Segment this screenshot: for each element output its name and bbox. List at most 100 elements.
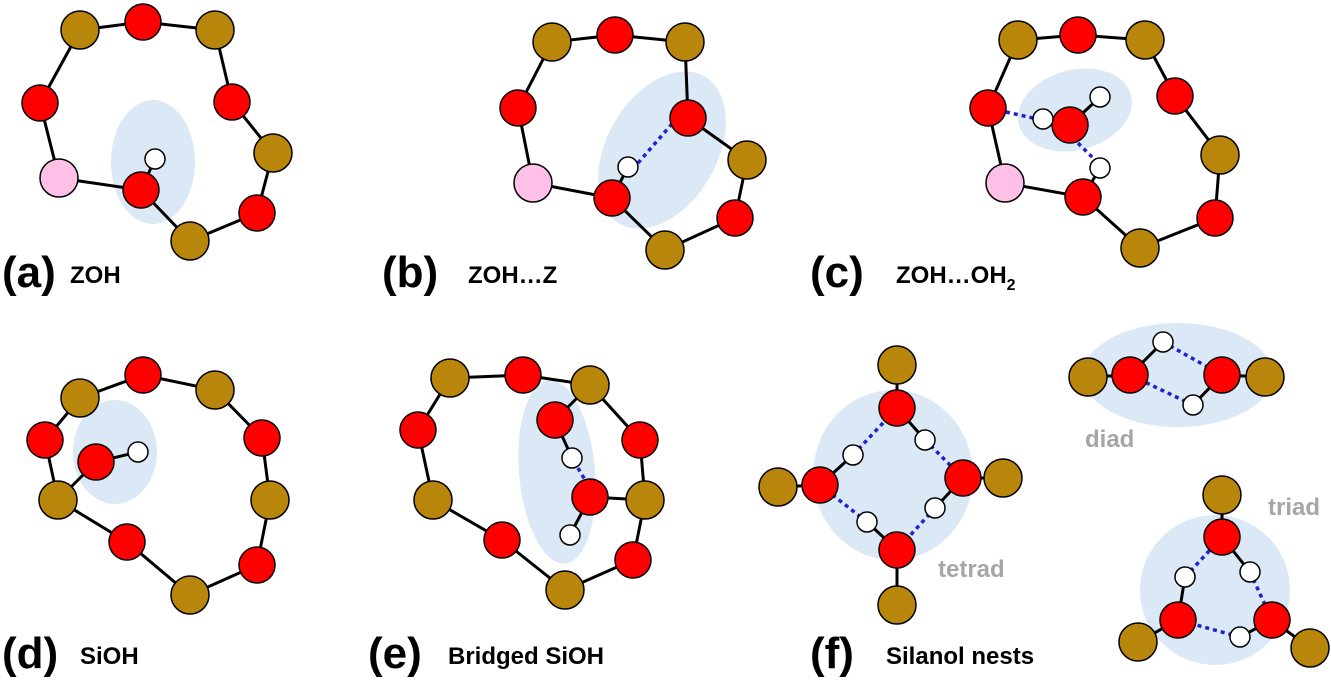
panel-e-oxygen-atom xyxy=(536,401,574,439)
panel-a-silicon-atom xyxy=(253,133,293,173)
tetrad-oxygen-atom xyxy=(801,466,839,504)
panel-c-letter: (c) xyxy=(810,248,864,297)
panel-b-oxygen-atom xyxy=(596,16,634,54)
diad-oxygen-atom xyxy=(1111,356,1149,394)
triad-silicon-atom xyxy=(1290,628,1330,668)
diad-highlight xyxy=(1083,323,1273,427)
diad-label: diad xyxy=(1085,426,1134,453)
panel-c-caption-main: ZOH…OH xyxy=(896,262,1007,289)
panel-c-heteroatom xyxy=(985,163,1025,203)
panel-d-oxygen-atom xyxy=(26,421,64,459)
panel-e-hydrogen-atom xyxy=(561,447,583,469)
panel-c-oxygen-atom xyxy=(1196,199,1234,237)
tetrad-hydrogen-atom xyxy=(914,429,936,451)
panel-d-oxygen-atom xyxy=(124,356,162,394)
triad-silicon-atom xyxy=(1202,475,1242,515)
panel-d-oxygen-atom xyxy=(243,419,281,457)
panel-e-oxygen-atom xyxy=(483,521,521,559)
panel-c-caption-subscript: 2 xyxy=(1007,277,1016,294)
panel-c-silicon-atom xyxy=(1200,135,1240,175)
panel-a-heteroatom xyxy=(39,158,79,198)
panel-e-silicon-atom xyxy=(625,480,665,520)
panel-a-oxygen-atom xyxy=(213,83,251,121)
panel-b-hydrogen-bond xyxy=(636,123,673,165)
triad-silicon-atom xyxy=(1118,622,1158,662)
tetrad-silicon-atom xyxy=(877,345,917,385)
panel-e-oxygen-atom xyxy=(614,541,652,579)
triad-hydrogen-atom xyxy=(1229,626,1251,648)
panel-c-ring-bonds xyxy=(986,33,1222,250)
panel-e-silicon-atom xyxy=(413,480,453,520)
triad-oxygen-atom xyxy=(1159,601,1197,639)
diad-hydrogen-atom xyxy=(1152,331,1174,353)
triad-hydrogen-atom xyxy=(1174,566,1196,588)
triad-oxygen-atom xyxy=(1253,601,1291,639)
panel-c-silicon-atom xyxy=(1125,20,1165,60)
panel-b-letter: (b) xyxy=(382,248,438,297)
panel-c-caption: ZOH…OH2 xyxy=(896,262,1016,294)
panel-e-oxygen-atom xyxy=(504,356,542,394)
panel-c-silicon-atom xyxy=(998,20,1038,60)
panel-c-oxygen-atom xyxy=(1064,178,1102,216)
panel-e-caption: Bridged SiOH xyxy=(448,643,604,670)
panel-d-oxygen-atom xyxy=(238,546,276,584)
panel-a-oxygen-atom xyxy=(122,171,160,209)
panel-d-silicon-atom xyxy=(38,480,78,520)
tetrad-oxygen-atom xyxy=(878,389,916,427)
panel-b-silicon-atom xyxy=(665,22,705,62)
panel-b-oxygen-atom xyxy=(499,89,537,127)
panel-a-hydrogen-atom xyxy=(144,148,166,170)
tetrad-hydrogen-atom xyxy=(856,511,878,533)
panel-c-hydrogen-atom xyxy=(1089,157,1111,179)
panel-b-caption: ZOH…Z xyxy=(468,262,557,289)
panel-a-oxygen-atom xyxy=(238,194,276,232)
diad-oxygen-atom xyxy=(1203,356,1241,394)
panel-d-silicon-atom xyxy=(250,480,290,520)
tetrad-oxygen-atom xyxy=(944,459,982,497)
panel-c-oxygen-atom xyxy=(1059,16,1097,54)
panel-a-oxygen-atom xyxy=(124,3,162,41)
panel-a-letter: (a) xyxy=(2,248,56,297)
panel-b-oxygen-atom xyxy=(669,99,707,137)
panel-b-silicon-atom xyxy=(727,140,767,180)
tetrad-silicon-atom xyxy=(877,585,917,625)
panel-b-hydrogen-atom xyxy=(617,156,639,178)
panel-d-silicon-atom xyxy=(170,575,210,615)
panel-e-silicon-atom xyxy=(570,365,610,405)
panel-a-silicon-atom xyxy=(60,10,100,50)
panel-e-silicon-atom xyxy=(430,358,470,398)
panel-e-oxygen-atom xyxy=(399,411,437,449)
tetrad-oxygen-atom xyxy=(878,531,916,569)
panel-b-oxygen-atom xyxy=(716,199,754,237)
panel-b-heteroatom xyxy=(513,163,553,203)
tetrad-silicon-atom xyxy=(983,458,1023,498)
panel-b-oxygen-atom xyxy=(593,179,631,217)
panel-c-oxygen-atom xyxy=(1051,106,1089,144)
triad-oxygen-atom xyxy=(1203,518,1241,556)
panel-e-oxygen-atom xyxy=(621,421,659,459)
panel-e-silicon-atom xyxy=(545,570,585,610)
panel-d-hydrogen-atom xyxy=(127,441,149,463)
diad-hydrogen-atom xyxy=(1182,394,1204,416)
panel-c-silicon-atom xyxy=(1120,228,1160,268)
triad-label: triad xyxy=(1268,494,1320,521)
panel-d-silicon-atom xyxy=(60,378,100,418)
panel-b-silicon-atom xyxy=(532,22,572,62)
panel-b-silicon-atom xyxy=(645,230,685,270)
panel-d-oxygen-atom xyxy=(77,443,115,481)
diad-silicon-atom xyxy=(1068,357,1108,397)
panel-e-hydrogen-atom xyxy=(559,524,581,546)
panel-f-caption: Silanol nests xyxy=(886,643,1034,670)
panel-a-caption: ZOH xyxy=(70,262,121,289)
panel-a-silicon-atom xyxy=(170,221,210,261)
panel-c-oxygen-atom xyxy=(969,89,1007,127)
panel-c-hydrogen-atom xyxy=(1089,86,1111,108)
panel-a-silicon-atom xyxy=(195,10,235,50)
panel-d-letter: (d) xyxy=(2,629,58,678)
panel-c-hydrogen-atom xyxy=(1032,108,1054,130)
tetrad-hydrogen-atom xyxy=(842,444,864,466)
panel-a-oxygen-atom xyxy=(21,84,59,122)
panel-e-oxygen-atom xyxy=(571,478,609,516)
tetrad-label: tetrad xyxy=(938,556,1005,583)
panel-d-silicon-atom xyxy=(195,370,235,410)
